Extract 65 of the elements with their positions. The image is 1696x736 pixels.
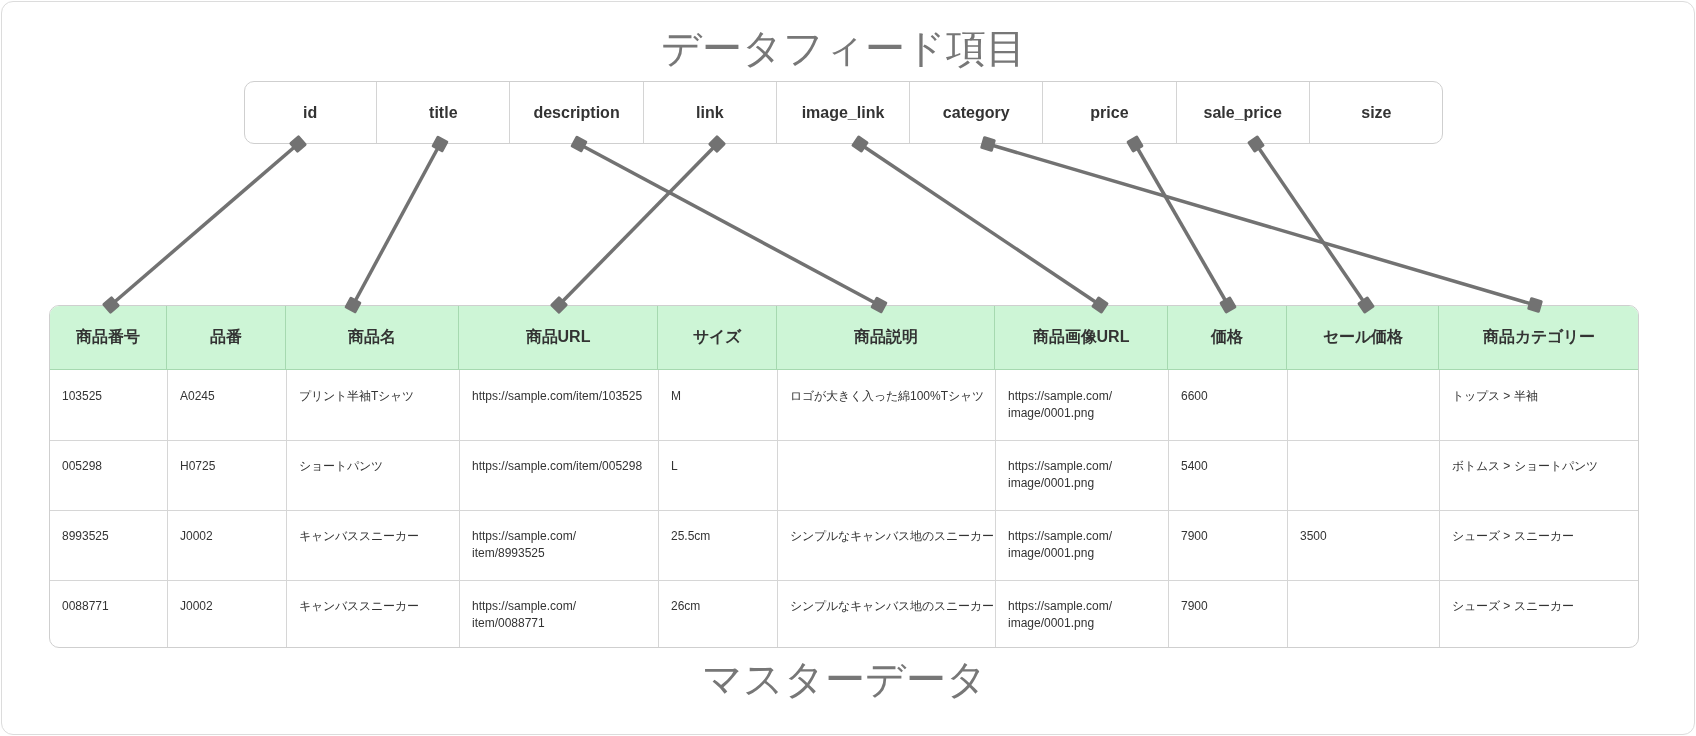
cell-value: シンプルなキャンバス地のスニーカー [790, 528, 994, 545]
cell-value: シンプルなキャンバス地のスニーカー [790, 598, 994, 615]
cell-value: https://sample.com/item/103525 [472, 388, 643, 405]
cell-value: 103525 [62, 388, 103, 405]
cell-value: トップス > 半袖 [1452, 388, 1538, 405]
field-label: title [377, 82, 511, 143]
cell-value: https://sample.com/ image/0001.png [1008, 528, 1114, 562]
cell-value: 6600 [1181, 388, 1208, 405]
connector-line [1246, 134, 1376, 315]
cell-value: 3500 [1300, 528, 1327, 545]
column-header: 商品番号 [50, 306, 167, 370]
cell-value: プリント半袖Tシャツ [299, 388, 415, 405]
section-heading: マスターデータ [700, 656, 988, 703]
cell-value: https://sample.com/ image/0001.png [1008, 388, 1114, 422]
cell-value: 005298 [62, 458, 103, 475]
connector-line [570, 135, 888, 314]
column-header: 商品画像URL [995, 306, 1168, 370]
cell-value: https://sample.com/ image/0001.png [1008, 458, 1114, 492]
cell-value: J0002 [180, 528, 213, 545]
field-label: link [643, 82, 777, 143]
field-label: category [910, 82, 1044, 143]
column-header: 商品名 [286, 306, 459, 370]
connector-line [979, 135, 1544, 314]
connector-line [101, 134, 308, 315]
cell-value: A0245 [180, 388, 215, 405]
column-header: 品番 [167, 306, 286, 370]
column-header: 商品説明 [777, 306, 995, 370]
column-header: 価格 [1168, 306, 1287, 370]
cell-value: H0725 [180, 458, 216, 475]
cell-value: キャンバススニーカー [299, 598, 419, 615]
connector-line [549, 134, 727, 315]
field-label: sale_price [1176, 82, 1310, 143]
cell-value: https://sample.com/item/005298 [472, 458, 643, 475]
field-label: description [510, 82, 644, 143]
column-header: セール価格 [1287, 306, 1439, 370]
cell-value: https://sample.com/ item/0088771 [472, 598, 578, 632]
field-label: price [1043, 82, 1177, 143]
field-label: id [245, 82, 378, 143]
connector-line [344, 135, 449, 314]
cell-value: 8993525 [62, 528, 109, 545]
cell-value: 7900 [1181, 528, 1208, 545]
cell-value: https://sample.com/ image/0001.png [1008, 598, 1114, 632]
cell-value: https://sample.com/ item/8993525 [472, 528, 578, 562]
cell-value: 26cm [671, 598, 701, 615]
column-header: 商品カテゴリー [1439, 306, 1638, 370]
cell-value: ボトムス > ショートパンツ [1452, 458, 1598, 475]
cell-value: 25.5cm [671, 528, 711, 545]
cell-value: ショートパンツ [299, 458, 383, 475]
column-header: サイズ [658, 306, 777, 370]
field-label: size [1309, 82, 1442, 143]
field-label: image_link [776, 82, 911, 143]
cell-value: J0002 [180, 598, 213, 615]
cell-value: L [671, 458, 678, 475]
section-heading: データフィード項目 [660, 25, 1027, 72]
cell-value: シューズ > スニーカー [1452, 528, 1574, 545]
cell-value: 0088771 [62, 598, 109, 615]
cell-value: 5400 [1181, 458, 1208, 475]
connector-line [851, 135, 1109, 314]
connector-line [1126, 135, 1237, 314]
cell-value: 7900 [1181, 598, 1208, 615]
cell-value: ロゴが大きく入った綿100%Tシャツ [790, 388, 985, 405]
cell-value: シューズ > スニーカー [1452, 598, 1574, 615]
cell-value: M [671, 388, 681, 405]
cell-value: キャンバススニーカー [299, 528, 419, 545]
column-header: 商品URL [459, 306, 658, 370]
